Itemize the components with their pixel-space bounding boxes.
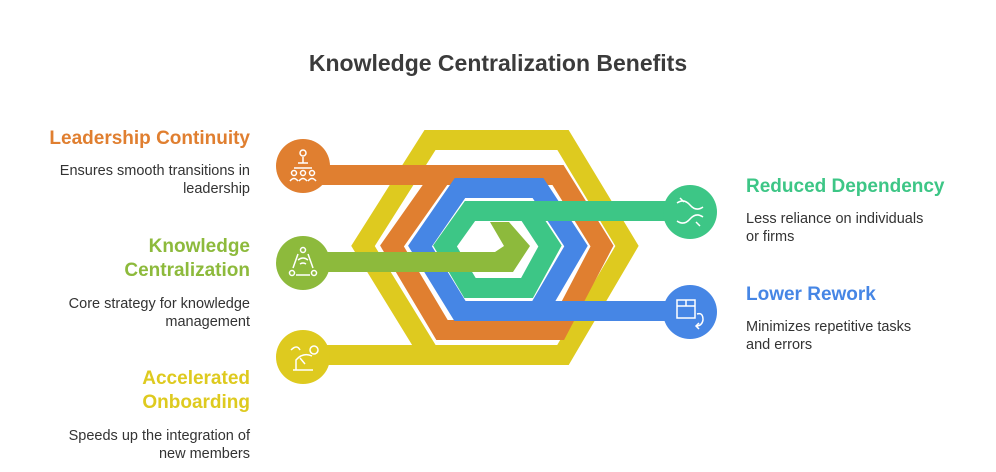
leadership-continuity-desc: Ensures smooth transitions in leadership	[20, 162, 250, 198]
lower-rework-title: Lower Rework	[746, 284, 876, 305]
knowledge-label-line-2: Centralization	[124, 260, 250, 281]
leadership-desc-line-2: leadership	[183, 181, 250, 197]
knowledge-desc-line-1: Core strategy for knowledge	[68, 296, 250, 312]
dependency-desc-line-1: Less reliance on individuals	[746, 211, 924, 227]
reduced-dependency-node	[663, 185, 717, 239]
lower-rework-node	[663, 285, 717, 339]
lower-rework-band	[408, 178, 690, 321]
reduced-dependency-label: Reduced Dependency	[746, 175, 986, 199]
onboarding-desc-line-1: Speeds up the integration of	[68, 428, 250, 444]
knowledge-label-line-1: Knowledge	[148, 236, 250, 257]
onboarding-label-line-2: Onboarding	[142, 392, 250, 413]
leadership-continuity-band	[303, 165, 614, 340]
knowledge-desc-line-2: management	[165, 314, 250, 330]
leadership-continuity-label: Leadership Continuity	[30, 127, 250, 151]
leadership-continuity-node	[276, 139, 330, 193]
leadership-desc-line-1: Ensures smooth transitions in	[59, 163, 250, 179]
accelerated-onboarding-label: Accelerated Onboarding	[30, 367, 250, 415]
accelerated-onboarding-desc: Speeds up the integration of new members	[20, 427, 250, 463]
reduced-dependency-band	[433, 201, 690, 298]
onboarding-desc-line-2: new members	[158, 446, 250, 462]
knowledge-centralization-label: Knowledge Centralization	[30, 235, 250, 283]
accelerated-onboarding-band	[303, 130, 639, 365]
onboarding-label-line-1: Accelerated	[142, 368, 250, 389]
diagram-title: Knowledge Centralization Benefits	[308, 50, 688, 76]
knowledge-centralization-desc: Core strategy for knowledge management	[20, 295, 250, 331]
reduced-dependency-title: Reduced Dependency	[746, 176, 945, 197]
unlinked-hands-icon	[676, 197, 704, 227]
leadership-continuity-title: Leadership Continuity	[49, 128, 250, 149]
leadership-hierarchy-icon	[289, 149, 317, 182]
network-hub-icon	[288, 246, 318, 277]
reduced-dependency-desc: Less reliance on individuals or firms	[746, 210, 986, 246]
knowledge-centralization-band	[300, 222, 530, 272]
accelerated-onboarding-node	[276, 330, 330, 384]
rocket-growth-icon	[290, 345, 319, 371]
dependency-desc-line-2: or firms	[746, 229, 795, 245]
lower-rework-label: Lower Rework	[746, 283, 986, 307]
lower-rework-desc: Minimizes repetitive tasks and errors	[746, 318, 986, 354]
box-recycle-icon	[676, 299, 704, 330]
rework-desc-line-1: Minimizes repetitive tasks	[746, 319, 912, 335]
rework-desc-line-2: and errors	[746, 337, 813, 353]
